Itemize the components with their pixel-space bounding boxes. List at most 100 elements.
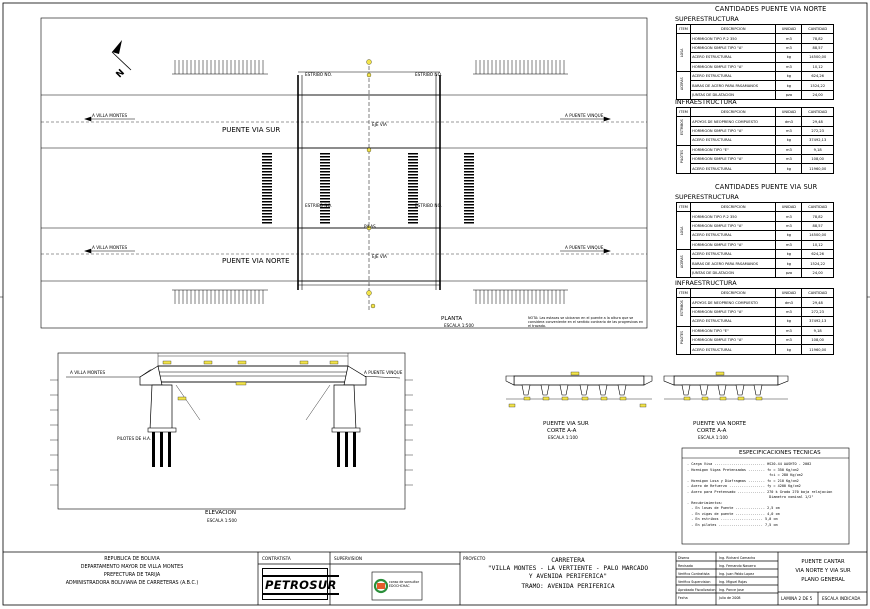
org-block: REPUBLICA DE BOLIVIA DEPARTAMENTO MAYOR … — [8, 556, 256, 588]
table-side-cell: ACERAS — [675, 248, 692, 279]
table-cell: kg — [775, 135, 803, 146]
contractor-logo-text: PETROSUR — [263, 575, 339, 595]
org-line: PREFECTURA DE TARIJA — [103, 573, 161, 578]
pier-label: PILAS — [364, 224, 376, 229]
table-cell: m3 — [775, 211, 803, 222]
table-cell: 14500,00 — [801, 230, 834, 241]
contractor-label: CONTRATISTA — [262, 556, 291, 561]
table-cell: 88,57 — [801, 42, 834, 54]
group-heading: SUPERESTRUCTURA — [675, 15, 739, 23]
table-cell: BARAS DE ACERO PARA PASAMANOS — [690, 80, 777, 91]
table-cell: HORMIGON SIMPLE TIPO "A" — [690, 125, 777, 137]
supervisor-logo-text: conso de sonsultor EDOCHCHAC — [389, 580, 420, 588]
supervisor-logo-icon — [373, 578, 389, 594]
plan-view — [40, 17, 648, 329]
table-cell: m3 — [775, 144, 803, 155]
road-label: A VILLA MONTES — [92, 113, 128, 118]
sheet-scale: ESCALA INDICADA — [822, 596, 861, 601]
table-cell: APOYOS DE NEOPRENO COMPUESTO — [690, 297, 777, 308]
table-header-cell: DESCRIPCION — [690, 23, 777, 35]
credit-name: Ing. Ponce Jose — [719, 588, 744, 592]
table-side-label: LOSA — [680, 226, 684, 235]
pile-label: PILOTES DE H.A. — [117, 436, 152, 441]
credit-role: Aprobado Fiscalizacion — [678, 588, 716, 592]
table-cell: ACERO ESTRUCTURAL — [690, 248, 777, 260]
table-cell: pza — [775, 267, 803, 279]
project-line: "VILLA MONTES - LA VERTIENTE - PALO MARC… — [487, 565, 649, 572]
project-section: TRAMO: AVENIDA PERIFERICA — [521, 583, 615, 590]
spec-line: - Acero de Refuerzo ................. fy… — [687, 484, 801, 488]
quantities-heading: CANTIDADES PUENTE VIA SUR — [715, 183, 818, 191]
plan-note: NOTA: Las estacas se ubicaran en el puen… — [528, 316, 644, 328]
table-cell: ACERO ESTRUCTURAL — [690, 344, 777, 355]
abutment-label: ESTRIBO NO. — [415, 203, 443, 208]
table-side-cell: LOSA — [675, 211, 692, 250]
group-heading: INFRAESTRUCTURA — [675, 98, 737, 106]
table-side-label: PILOTES — [680, 331, 684, 345]
table-header-cell: DESCRIPCION — [690, 201, 777, 213]
elevation-view — [50, 352, 413, 510]
quantities-heading: CANTIDADES PUENTE VIA NORTE — [715, 5, 827, 13]
table-header-cell: UNIDAD — [775, 106, 803, 118]
table-cell: ACERO ESTRUCTURAL — [690, 52, 777, 63]
sheet-title: PUENTE CANTAR — [801, 559, 845, 565]
table-header-cell: DESCRIPCION — [690, 287, 777, 299]
table-header-cell: DESCRIPCION — [690, 106, 777, 118]
table-cell: 1524,22 — [801, 80, 834, 91]
project-label: PROYECTO — [463, 556, 486, 561]
table-cell: kg — [775, 52, 803, 63]
table-cell: 14500,00 — [801, 52, 834, 63]
abutment-label: ESTRIBO NO. — [415, 72, 443, 77]
table-cell: 37492,13 — [801, 316, 834, 327]
org-line: DEPARTAMENTO MAYOR DE VILLA MONTES — [80, 565, 184, 570]
table-cell: m3 — [775, 153, 803, 165]
elevation-title: ELEVACION — [205, 510, 236, 516]
project-line: Y AVENIDA PERIFERICA" — [528, 573, 608, 580]
table-cell: 24,00 — [801, 267, 834, 279]
title-block — [257, 552, 867, 605]
table-cell: HORMIGON SIMPLE TIPO "A" — [690, 306, 777, 318]
table-cell: 29,48 — [801, 116, 834, 127]
table-side-cell: ACERAS — [675, 70, 692, 101]
table-cell: kg — [775, 163, 803, 174]
table-side-label: PILOTES — [680, 150, 684, 164]
table-cell: ACERO ESTRUCTURAL — [690, 135, 777, 146]
section-cut: CORTE A-A — [697, 428, 727, 434]
table-header-cell: ITEM — [675, 201, 692, 213]
table-cell: 9,18 — [801, 144, 834, 155]
table-cell: kg — [775, 80, 803, 91]
table-cell: 11960,00 — [801, 163, 834, 174]
axis-label: EJE VIA — [372, 122, 387, 127]
table-cell: 272,23 — [801, 306, 834, 318]
road-label: A VILLA MONTES — [92, 245, 128, 250]
table-cell: HORMIGON TIPO P-2 350 — [690, 211, 777, 222]
table-cell: HORMIGON SIMPLE TIPO "A" — [690, 220, 777, 232]
plan-scale: ESCALA 1:500 — [444, 323, 474, 328]
table-cell: m3 — [775, 42, 803, 54]
table-side-label: LOSA — [680, 48, 684, 57]
table-cell: 108,00 — [801, 334, 834, 346]
road-label: A PUENTE VINQUE — [565, 113, 604, 118]
